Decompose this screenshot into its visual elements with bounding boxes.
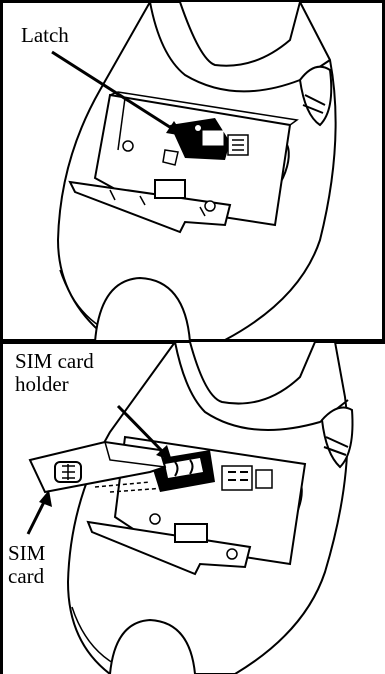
top-panel-drawing bbox=[0, 0, 385, 342]
bottom-panel: SIM card holder SIM card bbox=[0, 342, 385, 674]
top-panel: Latch bbox=[0, 0, 385, 342]
sim-card-holder-label: SIM card holder bbox=[15, 350, 94, 396]
card-leader-line bbox=[28, 500, 45, 534]
latch-label: Latch bbox=[21, 24, 69, 47]
sim-card-label: SIM card bbox=[8, 542, 45, 588]
